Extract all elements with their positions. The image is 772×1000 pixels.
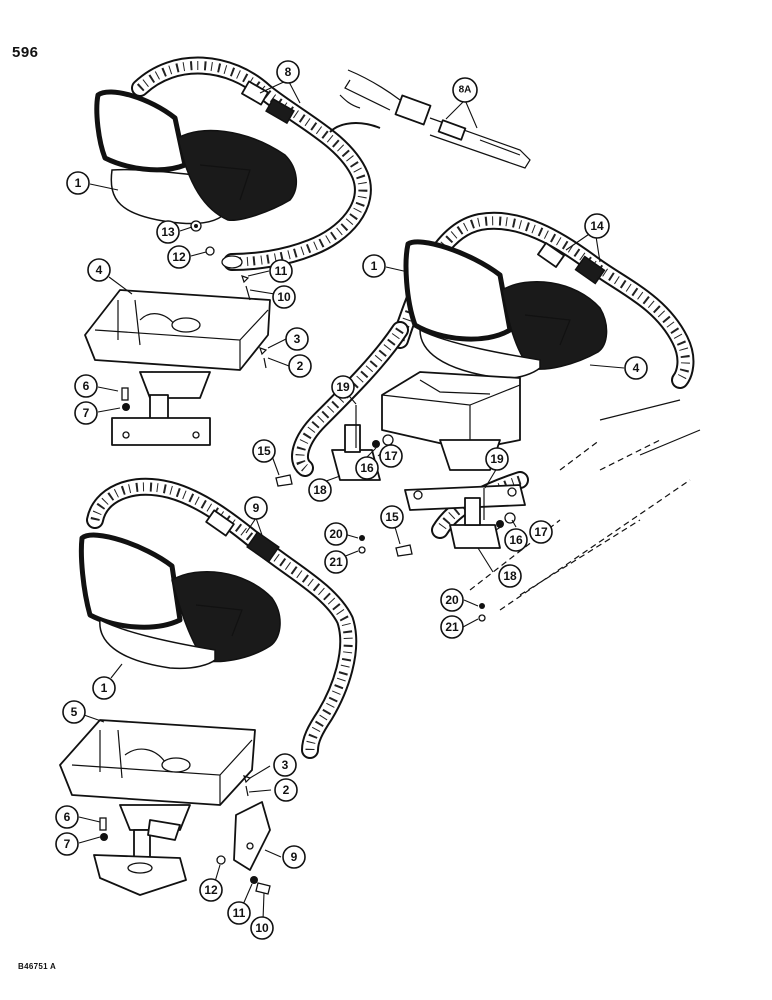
svg-text:11: 11 [275, 264, 288, 278]
svg-text:13: 13 [161, 225, 175, 239]
callout-6-top-left: 6 [74, 374, 98, 398]
callout-17-right: 17 [529, 520, 553, 544]
svg-text:9: 9 [253, 501, 260, 515]
callout-1-top-left: 1 [66, 171, 90, 195]
svg-text:18: 18 [313, 483, 327, 497]
svg-text:4: 4 [633, 361, 640, 375]
seat-belt-9 [86, 477, 358, 759]
seat-assembly-top-left [84, 56, 372, 446]
callout-15-left: 15 [252, 439, 276, 463]
svg-text:17: 17 [384, 449, 398, 463]
callout-19-right: 19 [485, 447, 509, 471]
svg-text:2: 2 [297, 359, 304, 373]
callout-3-bottom-left: 3 [273, 753, 297, 777]
svg-text:6: 6 [83, 379, 90, 393]
callout-20-left: 20 [324, 522, 348, 546]
callout-16-right: 16 [504, 528, 528, 552]
svg-text:12: 12 [172, 250, 186, 264]
svg-text:6: 6 [64, 810, 71, 824]
svg-text:16: 16 [360, 461, 374, 475]
svg-text:12: 12 [204, 883, 218, 897]
svg-text:20: 20 [445, 593, 459, 607]
svg-text:19: 19 [336, 380, 350, 394]
callout-1-bottom-left: 1 [92, 676, 116, 700]
svg-text:7: 7 [64, 837, 71, 851]
callout-7-top-left: 7 [74, 401, 98, 425]
svg-text:1: 1 [75, 176, 82, 190]
callout-6-bottom-left: 6 [55, 805, 79, 829]
svg-text:21: 21 [445, 620, 459, 634]
svg-text:2: 2 [283, 783, 290, 797]
callout-2-top-left: 2 [288, 354, 312, 378]
callout-11-bottom-left: 11 [227, 901, 251, 925]
callout-11-top-left: 11 [269, 259, 293, 283]
callout-7-bottom-left: 7 [55, 832, 79, 856]
svg-text:7: 7 [83, 406, 90, 420]
svg-text:3: 3 [294, 332, 301, 346]
figure-code: B46751 A [18, 962, 57, 971]
seat-slide-5 [59, 719, 256, 896]
callout-1-right: 1 [362, 254, 386, 278]
seat-slide-4 [84, 289, 271, 446]
svg-text:4: 4 [96, 263, 103, 277]
callout-19-left: 19 [331, 375, 355, 399]
callout-10-bottom-left: 10 [250, 916, 274, 940]
svg-text:1: 1 [371, 259, 378, 273]
callout-8: 8 [276, 60, 300, 84]
callout-14: 14 [584, 213, 610, 239]
callout-12-top-left: 12 [167, 245, 191, 269]
svg-text:10: 10 [255, 921, 269, 935]
svg-text:19: 19 [490, 452, 504, 466]
seat-belt-8a [329, 69, 531, 169]
callout-9-bracket: 9 [282, 845, 306, 869]
svg-text:8: 8 [285, 65, 292, 79]
callout-18-left: 18 [308, 478, 332, 502]
seat-assembly-right [275, 211, 701, 622]
svg-text:18: 18 [503, 569, 517, 583]
callout-10-top-left: 10 [272, 285, 296, 309]
page-number: 596 [12, 44, 39, 61]
svg-text:10: 10 [277, 290, 291, 304]
callout-9-belt: 9 [244, 496, 268, 520]
callout-5: 5 [62, 700, 86, 724]
callout-16-left: 16 [355, 456, 379, 480]
callout-18-right: 18 [498, 564, 522, 588]
callout-20-right: 20 [440, 588, 464, 612]
callout-15-right: 15 [380, 505, 404, 529]
svg-text:3: 3 [282, 758, 289, 772]
svg-text:14: 14 [590, 219, 604, 233]
callout-8a: 8A [452, 77, 478, 103]
svg-text:20: 20 [329, 527, 343, 541]
svg-text:1: 1 [101, 681, 108, 695]
svg-text:16: 16 [509, 533, 523, 547]
svg-text:5: 5 [71, 705, 78, 719]
callout-17-left: 17 [379, 444, 403, 468]
svg-text:21: 21 [329, 555, 343, 569]
callout-21-left: 21 [324, 550, 348, 574]
callout-2-bottom-left: 2 [274, 778, 298, 802]
callout-3-top-left: 3 [285, 327, 309, 351]
seat-assembly-bottom-left [59, 477, 358, 896]
svg-text:11: 11 [233, 906, 246, 920]
svg-text:15: 15 [385, 510, 399, 524]
callout-4-right: 4 [624, 356, 648, 380]
callout-12-bottom-left: 12 [199, 878, 223, 902]
svg-text:17: 17 [534, 525, 548, 539]
svg-text:8A: 8A [459, 85, 472, 96]
callout-4-top-left: 4 [87, 258, 111, 282]
svg-text:9: 9 [291, 850, 298, 864]
callout-21-right: 21 [440, 615, 464, 639]
seat-belt-8 [131, 56, 372, 271]
svg-text:15: 15 [257, 444, 271, 458]
callout-13: 13 [156, 220, 180, 244]
